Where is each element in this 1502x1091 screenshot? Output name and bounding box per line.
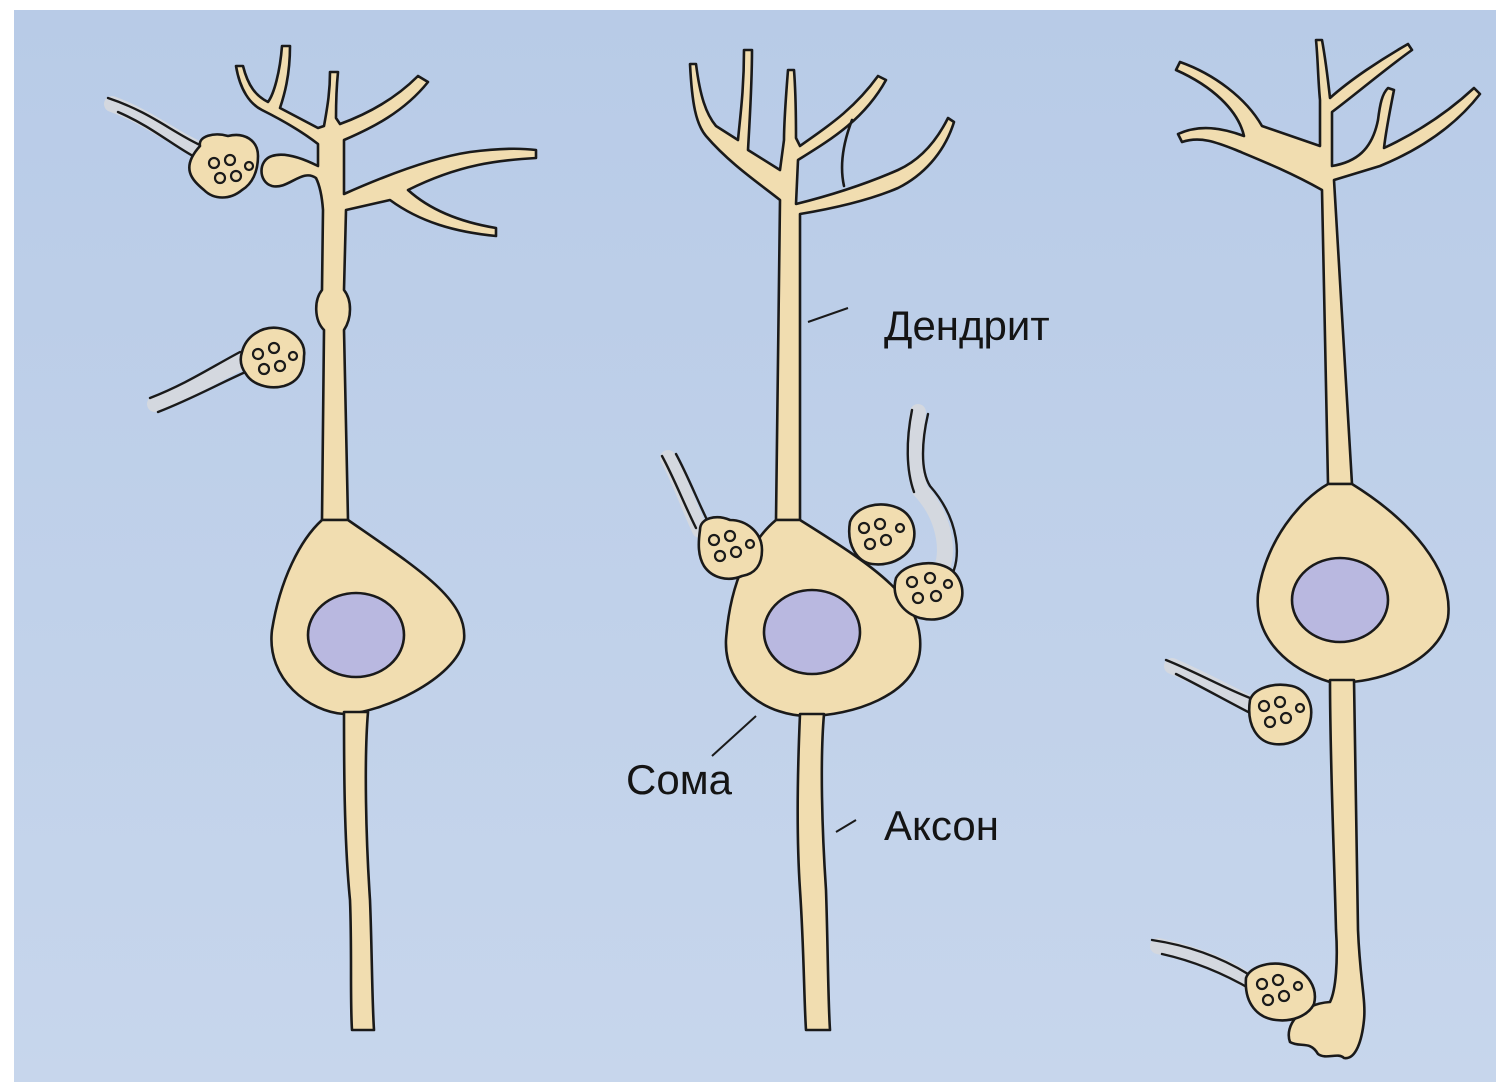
- nucleus-left: [308, 593, 404, 677]
- synaptic-bouton-mid-right-upper: [849, 504, 914, 564]
- synaptic-bouton-left-mid: [241, 328, 304, 388]
- soma-label: Сома: [626, 756, 733, 803]
- nucleus-middle: [764, 590, 860, 674]
- nucleus-right: [1292, 558, 1388, 642]
- axon-label: Аксон: [884, 802, 999, 849]
- dendrite-label: Дендрит: [884, 302, 1050, 349]
- synaptic-bouton-mid-right-lower: [895, 563, 963, 619]
- synaptic-bouton-right-upper: [1249, 685, 1311, 745]
